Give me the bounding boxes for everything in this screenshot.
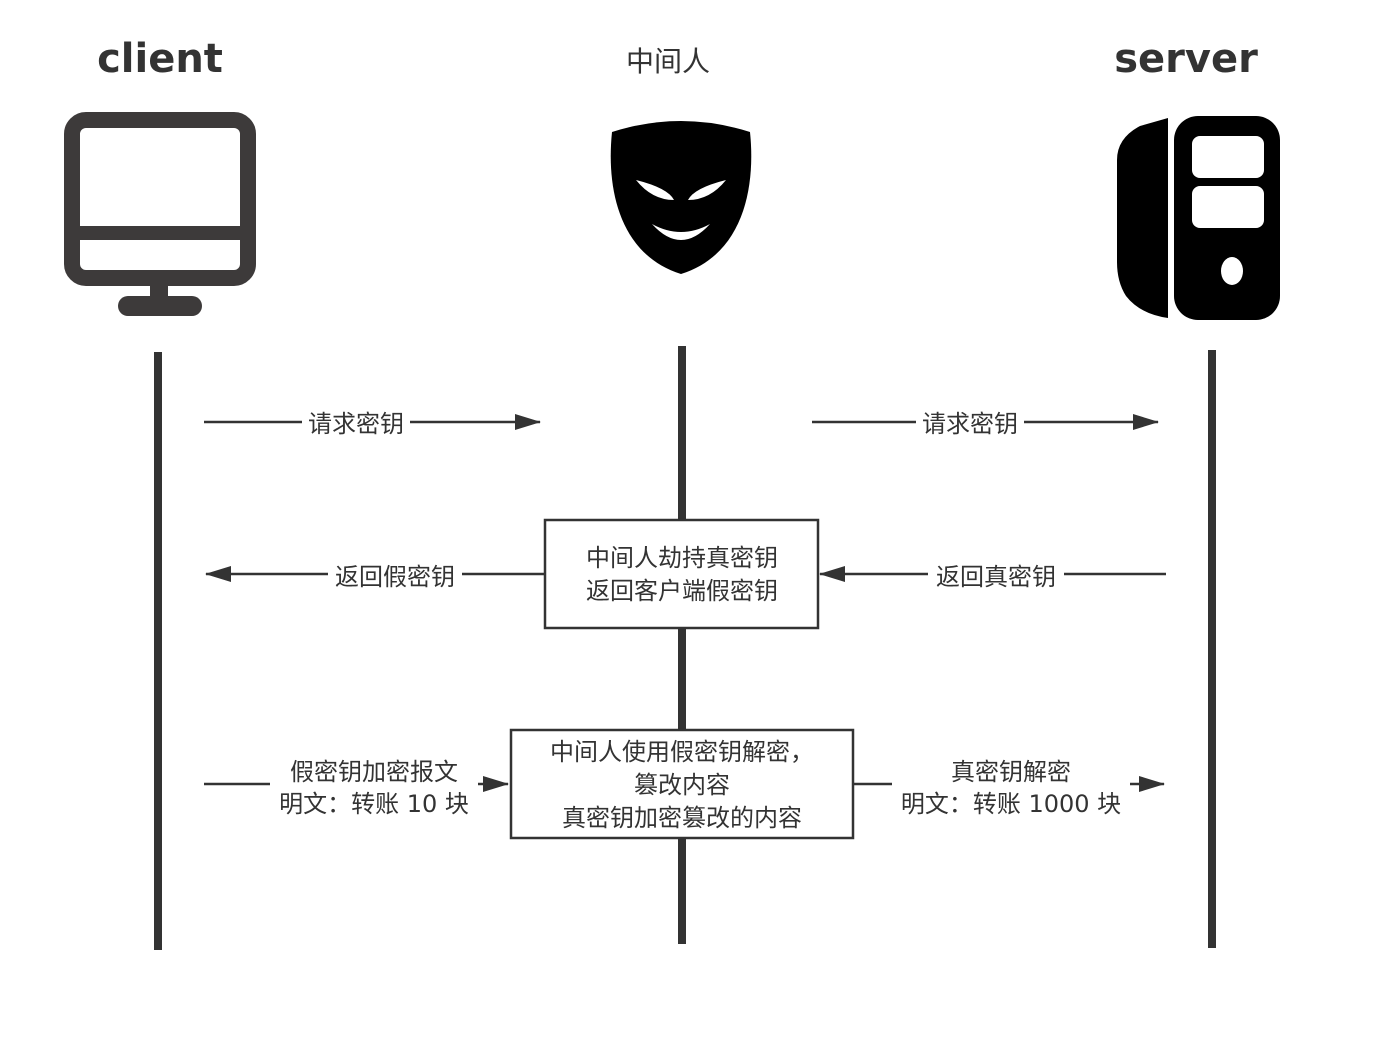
hijack-box-line-1: 中间人劫持真密钥 (586, 544, 778, 572)
decrypt-message-label-1: 真密钥解密 (951, 758, 1071, 786)
mitm-hijack-box (543, 518, 820, 630)
server-tower-icon (1117, 116, 1280, 320)
encrypted-message-label-1: 假密钥加密报文 (290, 758, 458, 786)
client-title: client (97, 36, 223, 82)
request-label-right: 请求密钥 (922, 410, 1018, 438)
villain-mask-icon (610, 121, 752, 274)
tamper-box-line-2: 篡改内容 (634, 771, 730, 799)
tamper-box-line-1: 中间人使用假密钥解密， (550, 738, 814, 766)
return-real-key-label: 返回真密钥 (936, 563, 1056, 591)
monitor-icon (64, 112, 256, 316)
mitm-title: 中间人 (625, 45, 710, 78)
tamper-box-line-3: 真密钥加密篡改的内容 (562, 804, 802, 832)
return-fake-key-label: 返回假密钥 (335, 563, 455, 591)
decrypt-message-label-2: 明文：转账 1000 块 (901, 790, 1121, 818)
server-title: server (1114, 36, 1258, 82)
request-label-left: 请求密钥 (308, 410, 404, 438)
hijack-box-line-2: 返回客户端假密钥 (586, 577, 778, 605)
encrypted-message-label-2: 明文：转账 10 块 (279, 790, 469, 818)
